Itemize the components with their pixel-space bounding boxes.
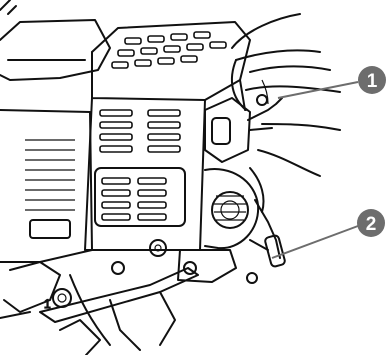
callout-leaders [272, 82, 358, 258]
callout-2: 2 [357, 209, 385, 237]
engine-block [0, 20, 110, 262]
base-lever [0, 250, 236, 355]
air-filter-cover [85, 22, 250, 256]
callout-1-label: 1 [367, 71, 378, 92]
part-marking-numeral: 1 [44, 297, 51, 311]
leader-line-2 [272, 226, 358, 258]
callout-2-label: 2 [366, 214, 377, 235]
carburetor [205, 98, 258, 248]
leader-line-1 [278, 82, 358, 98]
fuel-valve-lever [247, 200, 286, 283]
callout-1: 1 [358, 66, 386, 94]
fuel-tank-cap [0, 0, 16, 14]
